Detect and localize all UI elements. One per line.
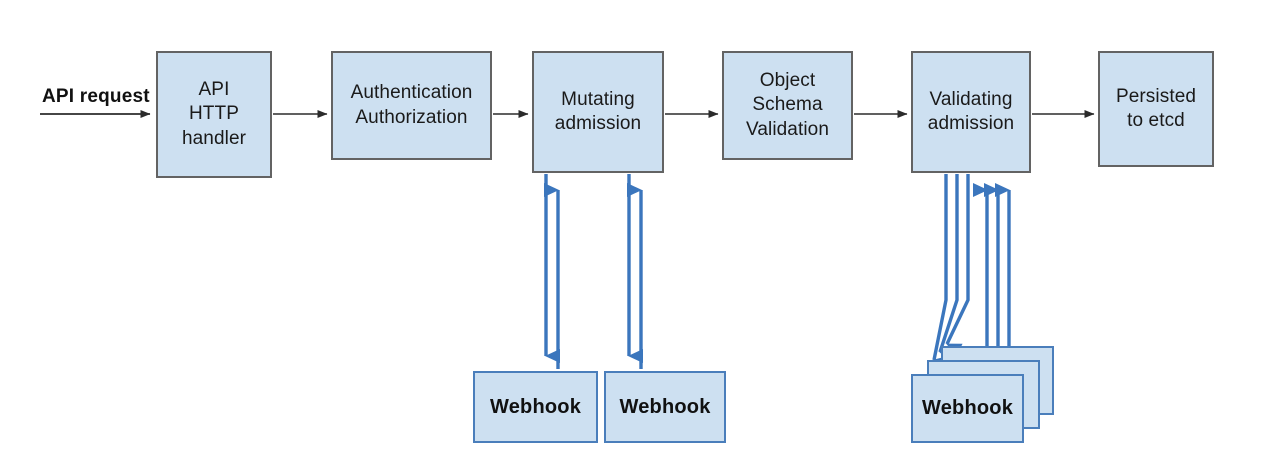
stage-box-validating-admission[interactable]: Validating admission [911, 51, 1031, 173]
connector-validating-to-webhook-3 [945, 174, 970, 357]
connector-validating-to-webhook-2 [938, 174, 959, 364]
stage-box-persisted-to-etcd[interactable]: Persisted to etcd [1098, 51, 1214, 167]
connector-validating-to-webhook-1 [932, 174, 950, 370]
stage-box-object-schema-validation[interactable]: Object Schema Validation [722, 51, 853, 160]
stage-box-api-http-handler[interactable]: API HTTP handler [156, 51, 272, 178]
webhook-box-mutating-2[interactable]: Webhook [604, 371, 726, 443]
stage-box-authentication-authorization[interactable]: Authentication Authorization [331, 51, 492, 160]
entry-label-api-request: API request [42, 86, 150, 107]
stage-box-mutating-admission[interactable]: Mutating admission [532, 51, 664, 173]
webhook-box-mutating-1[interactable]: Webhook [473, 371, 598, 443]
webhook-box-validating-1[interactable]: Webhook [911, 374, 1024, 443]
